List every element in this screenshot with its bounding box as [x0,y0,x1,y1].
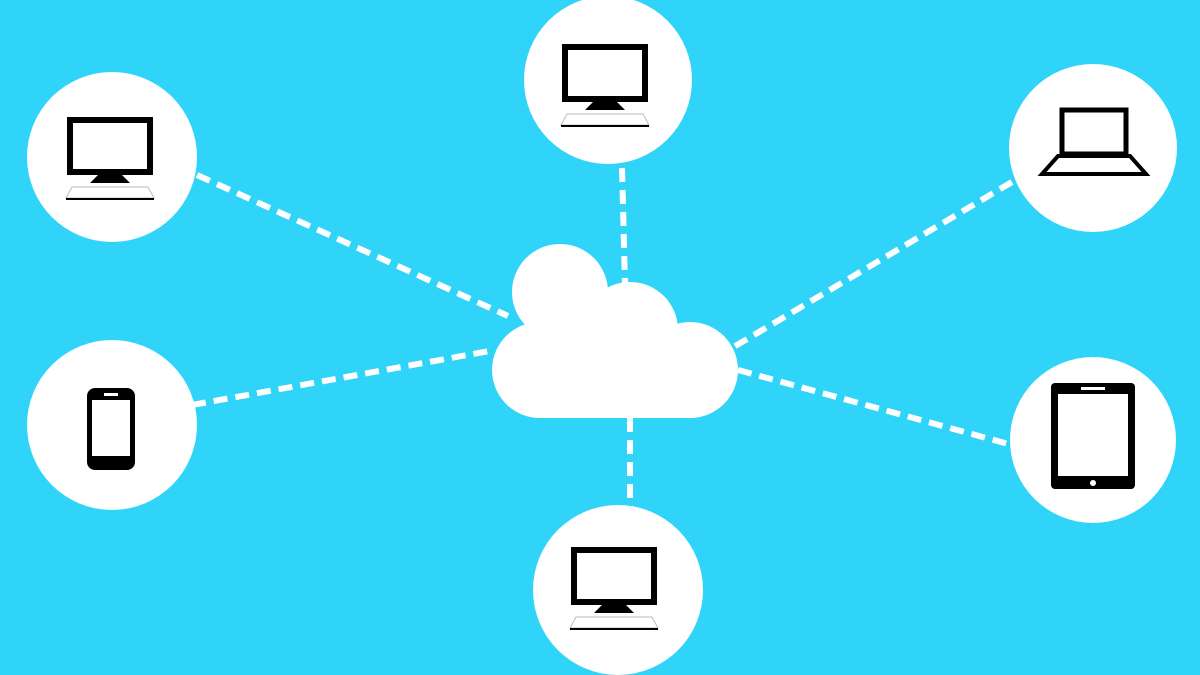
node-top-left [27,72,197,242]
smartphone-icon [87,388,135,470]
node-middle-right [1010,357,1176,523]
node-middle-left [27,340,197,510]
connector-middle-right [737,367,1013,448]
cloud-icon [492,244,738,418]
node-top-center [524,0,692,164]
node-top-right [1009,64,1177,232]
connector-top-right [730,179,1014,351]
connector-middle-left [191,347,496,408]
desktop-monitor-icon [570,550,658,629]
desktop-monitor-icon [66,120,154,199]
desktop-monitor-icon [561,47,649,126]
node-bottom-center [533,505,703,675]
tablet-icon [1051,383,1135,489]
connector-top-center [619,167,628,286]
connector-lines [191,167,1014,508]
connector-top-left [195,172,510,319]
